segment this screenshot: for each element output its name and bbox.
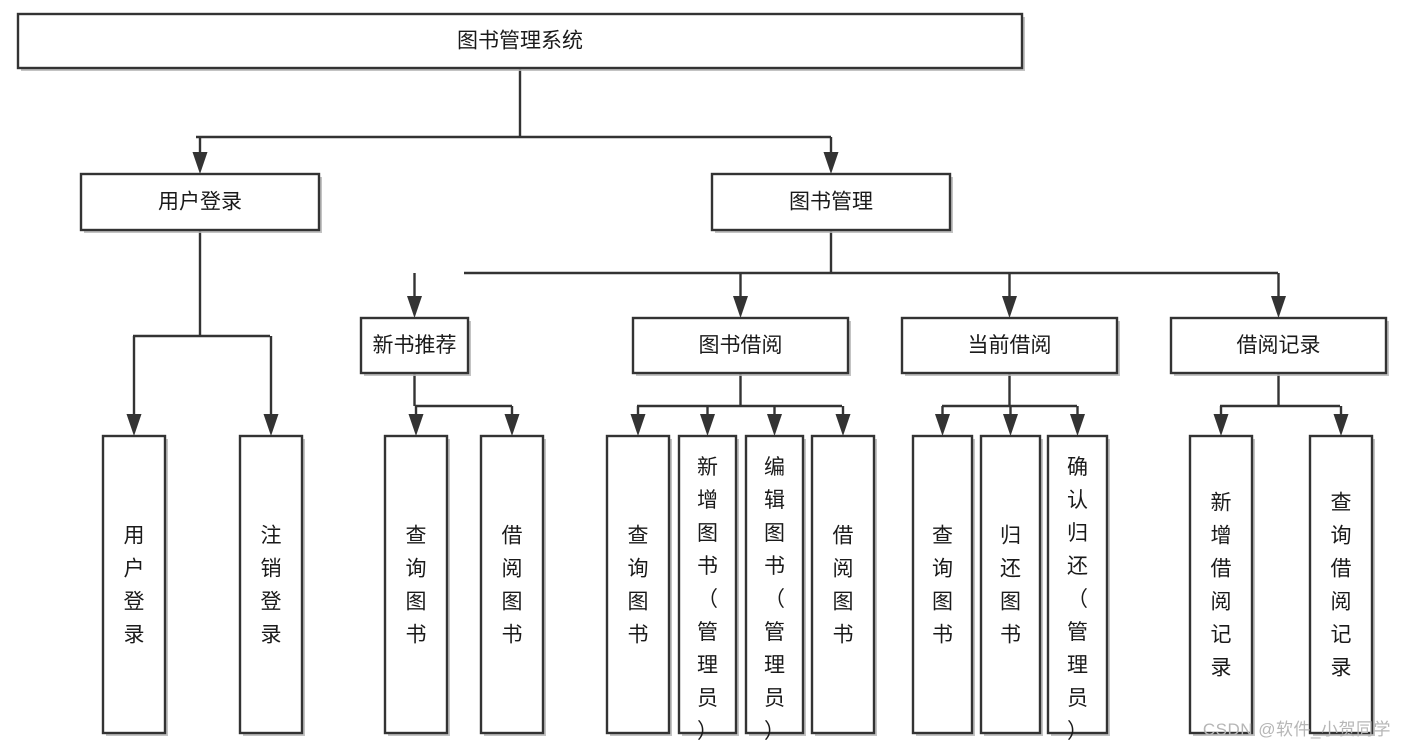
node-label: 借阅图书 [502,524,523,646]
node-label: 借阅记录 [1237,334,1321,357]
node-label: 用户登录 [158,191,242,214]
node-label: 图书借阅 [699,334,783,357]
node-leaf-user-logout[interactable]: 注销登录 [238,434,305,736]
node-leaf-return-book[interactable]: 归还图书 [979,434,1043,736]
node-rect[interactable] [1188,434,1254,735]
node-rect[interactable] [710,172,952,232]
edge-arrow-icon [192,152,208,174]
edge-arrow-icon [767,414,782,436]
edge-arrow-icon [263,414,279,436]
edge-arrow-icon [835,414,851,436]
node-label: 查询图书 [628,524,649,646]
node-new-book-rec[interactable]: 新书推荐 [359,316,471,376]
node-rect[interactable] [605,434,671,735]
edge-arrow-icon [1003,414,1018,436]
node-rect[interactable] [631,316,850,375]
nodes-layer: 图书管理系统用户登录图书管理新书推荐图书借阅当前借阅借阅记录用户登录注销登录查询… [16,12,1389,743]
node-leaf-borrow-book-1[interactable]: 借阅图书 [479,434,546,736]
node-leaf-confirm-return[interactable]: 确认归还（管理员） [1046,434,1110,743]
node-rect[interactable] [1169,316,1388,375]
node-rect[interactable] [1308,434,1374,735]
edge-arrow-icon [1070,414,1085,436]
node-label: 借阅图书 [833,524,854,646]
node-book-borrow[interactable]: 图书借阅 [631,316,851,376]
node-rect[interactable] [79,172,321,232]
edge-arrow-icon [733,296,748,318]
node-rect[interactable] [979,434,1042,735]
node-rect[interactable] [1046,434,1109,735]
node-rect[interactable] [383,434,449,735]
edge-arrow-icon [1333,414,1349,436]
node-rect[interactable] [16,12,1024,70]
node-label: 查询图书 [406,524,427,646]
node-label: 查询借阅记录 [1331,491,1352,679]
node-rect[interactable] [911,434,974,735]
edge-arrow-icon [408,414,424,436]
node-user-login[interactable]: 用户登录 [79,172,322,233]
node-label: 归还图书 [1000,524,1021,646]
node-rect[interactable] [359,316,470,375]
node-rect[interactable] [677,434,738,735]
node-rect[interactable] [479,434,545,735]
node-rect[interactable] [101,434,167,735]
node-leaf-query-book-1[interactable]: 查询图书 [383,434,450,736]
node-label: 图书管理 [789,191,873,214]
node-book-manage[interactable]: 图书管理 [710,172,953,233]
node-leaf-query-book-3[interactable]: 查询图书 [911,434,975,736]
node-leaf-add-record[interactable]: 新增借阅记录 [1188,434,1255,736]
node-leaf-query-book-2[interactable]: 查询图书 [605,434,672,736]
connectors-layer [126,68,1349,436]
node-rect[interactable] [810,434,876,735]
node-label: 确认归还（管理员） [1067,456,1088,743]
node-label: 新增借阅记录 [1211,491,1232,679]
node-root[interactable]: 图书管理系统 [16,12,1025,71]
node-borrow-record[interactable]: 借阅记录 [1169,316,1389,376]
node-label: 新增图书（管理员） [697,456,718,743]
node-current-borrow[interactable]: 当前借阅 [900,316,1120,376]
edge-arrow-icon [407,296,422,318]
node-leaf-add-book[interactable]: 新增图书（管理员） [677,434,739,743]
node-label: 新书推荐 [373,334,457,357]
node-label: 用户登录 [124,524,145,646]
node-label: 当前借阅 [968,334,1052,357]
edge-arrow-icon [935,414,950,436]
edge-arrow-icon [126,414,142,436]
edge-arrow-icon [1002,296,1017,318]
node-leaf-edit-book[interactable]: 编辑图书（管理员） [744,434,806,743]
node-leaf-user-login[interactable]: 用户登录 [101,434,168,736]
node-rect[interactable] [900,316,1119,375]
node-label: 查询图书 [932,524,953,646]
edge-arrow-icon [1271,296,1286,318]
node-leaf-borrow-book-2[interactable]: 借阅图书 [810,434,877,736]
edge-arrow-icon [1213,414,1229,436]
node-label: 注销登录 [261,524,282,646]
node-label: 编辑图书（管理员） [764,456,785,743]
edge-arrow-icon [700,414,715,436]
node-leaf-query-record[interactable]: 查询借阅记录 [1308,434,1375,736]
node-rect[interactable] [744,434,805,735]
edge-arrow-icon [630,414,646,436]
node-rect[interactable] [238,434,304,735]
edge-arrow-icon [823,152,839,174]
edge-arrow-icon [504,414,520,436]
node-label: 图书管理系统 [457,30,583,53]
